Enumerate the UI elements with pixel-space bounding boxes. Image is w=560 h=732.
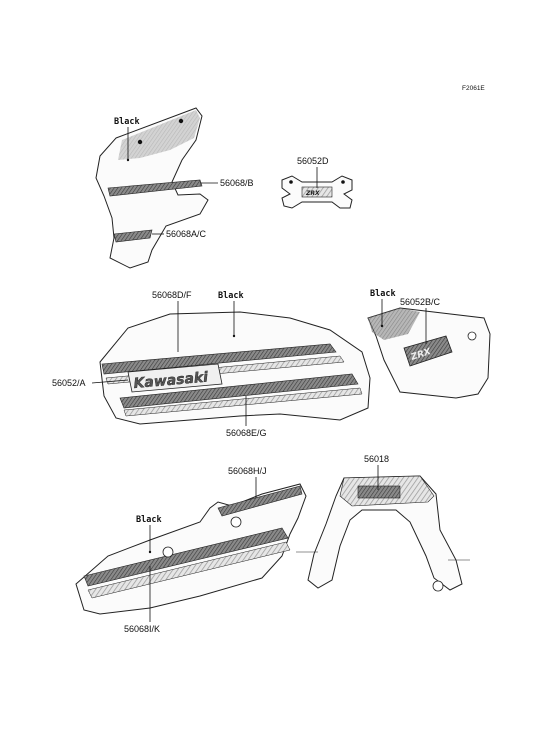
side-cover-black-area <box>368 308 420 340</box>
rear-seat-cowl <box>296 475 470 592</box>
part-label-56018: 56018 <box>364 454 389 464</box>
black-label-fairing: Black <box>114 117 140 127</box>
part-label-56068a-c: 56068A/C <box>166 229 207 239</box>
part-label-56068i-k: 56068I/K <box>124 624 160 634</box>
tail-cowl-panel <box>75 483 307 615</box>
tail-stripe-lower <box>83 527 289 587</box>
black-label-tail: Black <box>136 515 162 525</box>
rear-emblem <box>357 485 401 499</box>
fairing-stripe-lower <box>113 229 153 243</box>
fuel-tank-panel: Kawasaki <box>99 311 371 425</box>
side-cover-panel: ZRX <box>367 307 491 399</box>
part-label-56068d-f: 56068D/F <box>152 290 192 300</box>
tail-stripe-upper <box>217 485 303 517</box>
part-label-56068-b: 56068/B <box>220 178 254 188</box>
small-emblem-bracket: ZRX <box>281 175 353 209</box>
kawasaki-emblem-text: Kawasaki <box>133 370 209 392</box>
tank-stripe-upper <box>101 343 337 375</box>
part-label-56068e-g: 56068E/G <box>226 428 267 438</box>
kawasaki-emblem <box>127 363 223 393</box>
part-label-56052b-c: 56052B/C <box>400 297 441 307</box>
front-fairing-panel <box>95 107 209 269</box>
figure-reference: F2061E <box>462 85 485 92</box>
small-emblem-text: ZRX <box>305 190 320 197</box>
zrx-emblem <box>403 335 453 367</box>
part-label-56052-a: 56052/A <box>52 378 86 388</box>
fairing-stripe-upper <box>107 179 203 197</box>
part-label-56052d: 56052D <box>297 156 329 166</box>
black-label-side-cover: Black <box>370 289 396 299</box>
black-label-tank: Black <box>218 291 244 301</box>
part-label-56068h-j: 56068H/J <box>228 466 267 476</box>
tank-stripe-lower <box>119 373 359 409</box>
